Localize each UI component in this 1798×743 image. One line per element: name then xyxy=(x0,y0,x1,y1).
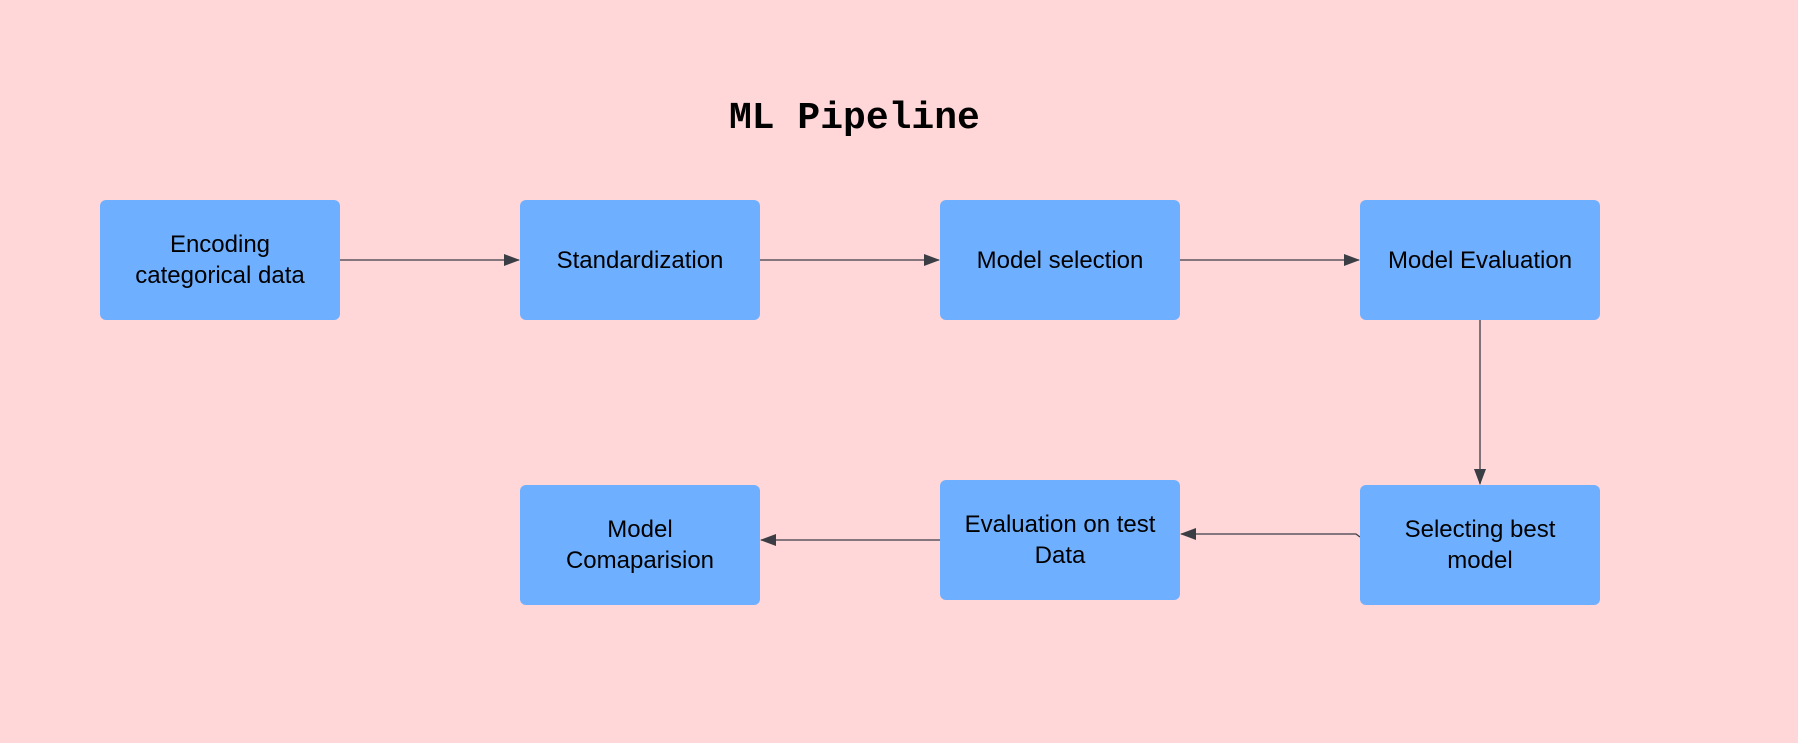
node-label: Encoding categorical data xyxy=(135,231,305,289)
node-label: Evaluation on test Data xyxy=(964,511,1156,569)
node-model-evaluation[interactable]: Model Evaluation xyxy=(1360,200,1600,320)
node-label: Model selection xyxy=(976,246,1144,274)
node-label: Standardization xyxy=(556,246,724,274)
node-model-selection[interactable]: Model selection xyxy=(940,200,1180,320)
edge-selecting-best-model-to-evaluation-on-test-data xyxy=(1180,528,1361,540)
node-selecting-best-model[interactable]: Selecting best model xyxy=(1360,485,1600,605)
node-evaluation-on-test-data[interactable]: Evaluation on test Data xyxy=(940,480,1180,600)
diagram-title: ML Pipeline xyxy=(729,97,980,140)
node-label: Selecting best model xyxy=(1404,516,1556,574)
node-model-comparision[interactable]: Model Comaparision xyxy=(520,485,760,605)
node-encoding-categorical-data[interactable]: Encoding categorical data xyxy=(100,200,340,320)
node-label: Model Comaparision xyxy=(565,516,715,574)
node-standardization[interactable]: Standardization xyxy=(520,200,760,320)
node-label: Model Evaluation xyxy=(1387,246,1573,274)
